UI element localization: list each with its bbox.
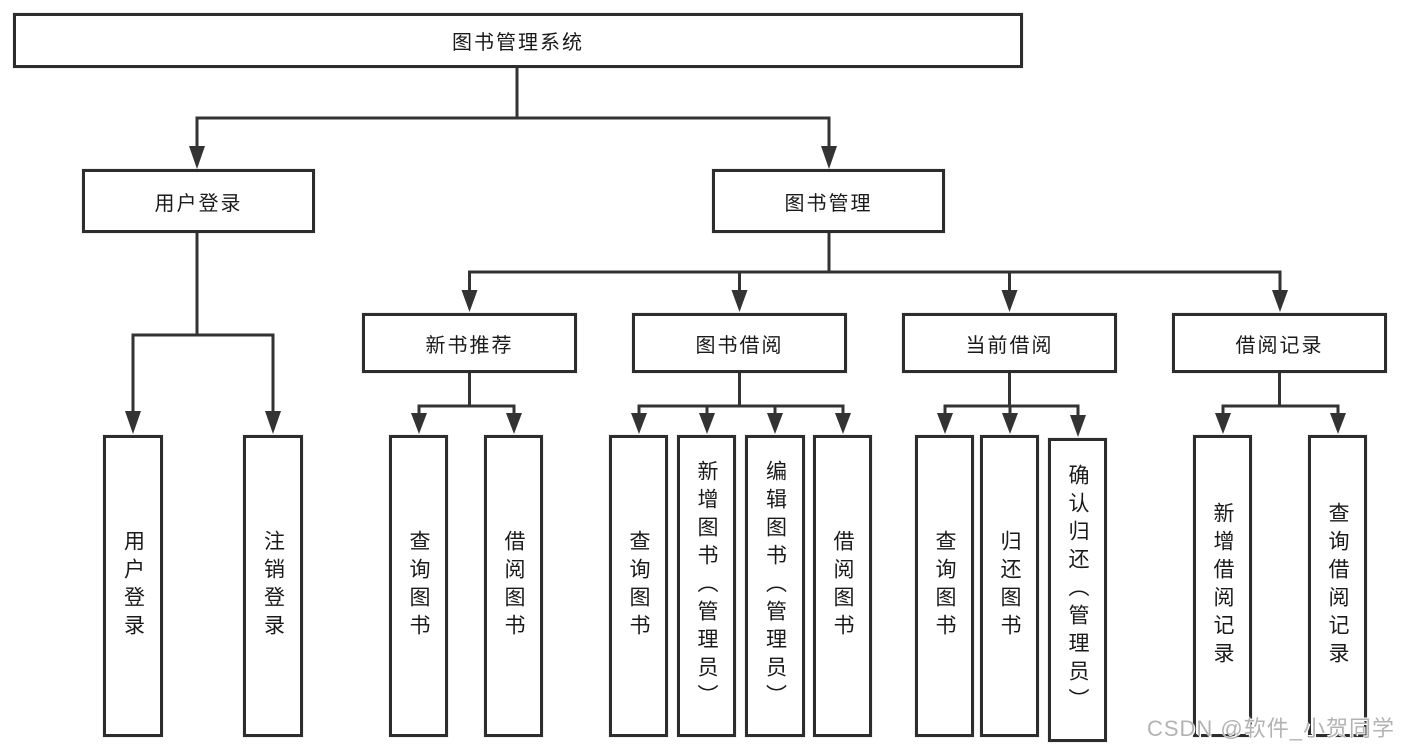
leaf-bb-edit-book-label: 编辑图书（管理员） bbox=[763, 460, 787, 712]
leaf-rec-query-book-label: 查询图书 bbox=[407, 530, 430, 642]
node-user-login: 用户登录 bbox=[82, 169, 315, 233]
leaf-cb-query-book: 查询图书 bbox=[915, 435, 974, 737]
leaf-rec-query-book: 查询图书 bbox=[389, 435, 448, 737]
leaf-cb-confirm-return-label: 确认归还（管理员） bbox=[1066, 464, 1089, 716]
leaf-cb-confirm-return: 确认归还（管理员） bbox=[1048, 438, 1107, 742]
leaf-bb-borrow-book-label: 借阅图书 bbox=[831, 530, 854, 642]
leaf-br-add-record-label: 新增借阅记录 bbox=[1211, 502, 1234, 670]
leaf-user-login: 用户登录 bbox=[103, 435, 163, 737]
leaf-bb-borrow-book: 借阅图书 bbox=[813, 435, 872, 737]
leaf-br-query-record: 查询借阅记录 bbox=[1308, 435, 1367, 737]
node-book-management: 图书管理 bbox=[712, 169, 945, 233]
leaf-br-query-record-label: 查询借阅记录 bbox=[1326, 502, 1349, 670]
node-current-borrow: 当前借阅 bbox=[902, 313, 1117, 373]
leaf-logout: 注销登录 bbox=[243, 435, 303, 737]
leaf-cb-return-book: 归还图书 bbox=[980, 435, 1039, 737]
leaf-bb-query-book: 查询图书 bbox=[609, 435, 668, 737]
leaf-rec-borrow-book-label: 借阅图书 bbox=[502, 530, 525, 642]
node-book-management-label: 图书管理 bbox=[784, 192, 873, 215]
leaf-br-add-record: 新增借阅记录 bbox=[1193, 435, 1252, 737]
arrowheads bbox=[125, 146, 1346, 437]
node-root-label: 图书管理系统 bbox=[452, 32, 584, 54]
leaf-cb-query-book-label: 查询图书 bbox=[933, 530, 956, 642]
node-new-book-recommend-label: 新书推荐 bbox=[425, 334, 514, 357]
node-root: 图书管理系统 bbox=[13, 13, 1023, 68]
node-borrow-records: 借阅记录 bbox=[1172, 313, 1387, 373]
leaf-bb-query-book-label: 查询图书 bbox=[627, 530, 650, 642]
leaf-bb-edit-book: 编辑图书（管理员） bbox=[745, 435, 805, 737]
leaf-rec-borrow-book: 借阅图书 bbox=[484, 435, 543, 737]
leaf-cb-return-book-label: 归还图书 bbox=[998, 530, 1021, 642]
leaf-bb-add-book: 新增图书（管理员） bbox=[677, 435, 736, 737]
node-book-borrow-label: 图书借阅 bbox=[695, 334, 784, 357]
leaf-logout-label: 注销登录 bbox=[261, 530, 285, 642]
csdn-watermark: CSDN @软件_小贺同学 bbox=[1146, 716, 1395, 741]
leaf-bb-add-book-label: 新增图书（管理员） bbox=[695, 460, 718, 712]
node-current-borrow-label: 当前借阅 bbox=[965, 334, 1054, 357]
node-new-book-recommend: 新书推荐 bbox=[362, 313, 577, 373]
node-user-login-label: 用户登录 bbox=[154, 192, 243, 215]
node-book-borrow: 图书借阅 bbox=[632, 313, 847, 373]
node-borrow-records-label: 借阅记录 bbox=[1235, 334, 1324, 357]
leaf-user-login-label: 用户登录 bbox=[121, 530, 145, 642]
